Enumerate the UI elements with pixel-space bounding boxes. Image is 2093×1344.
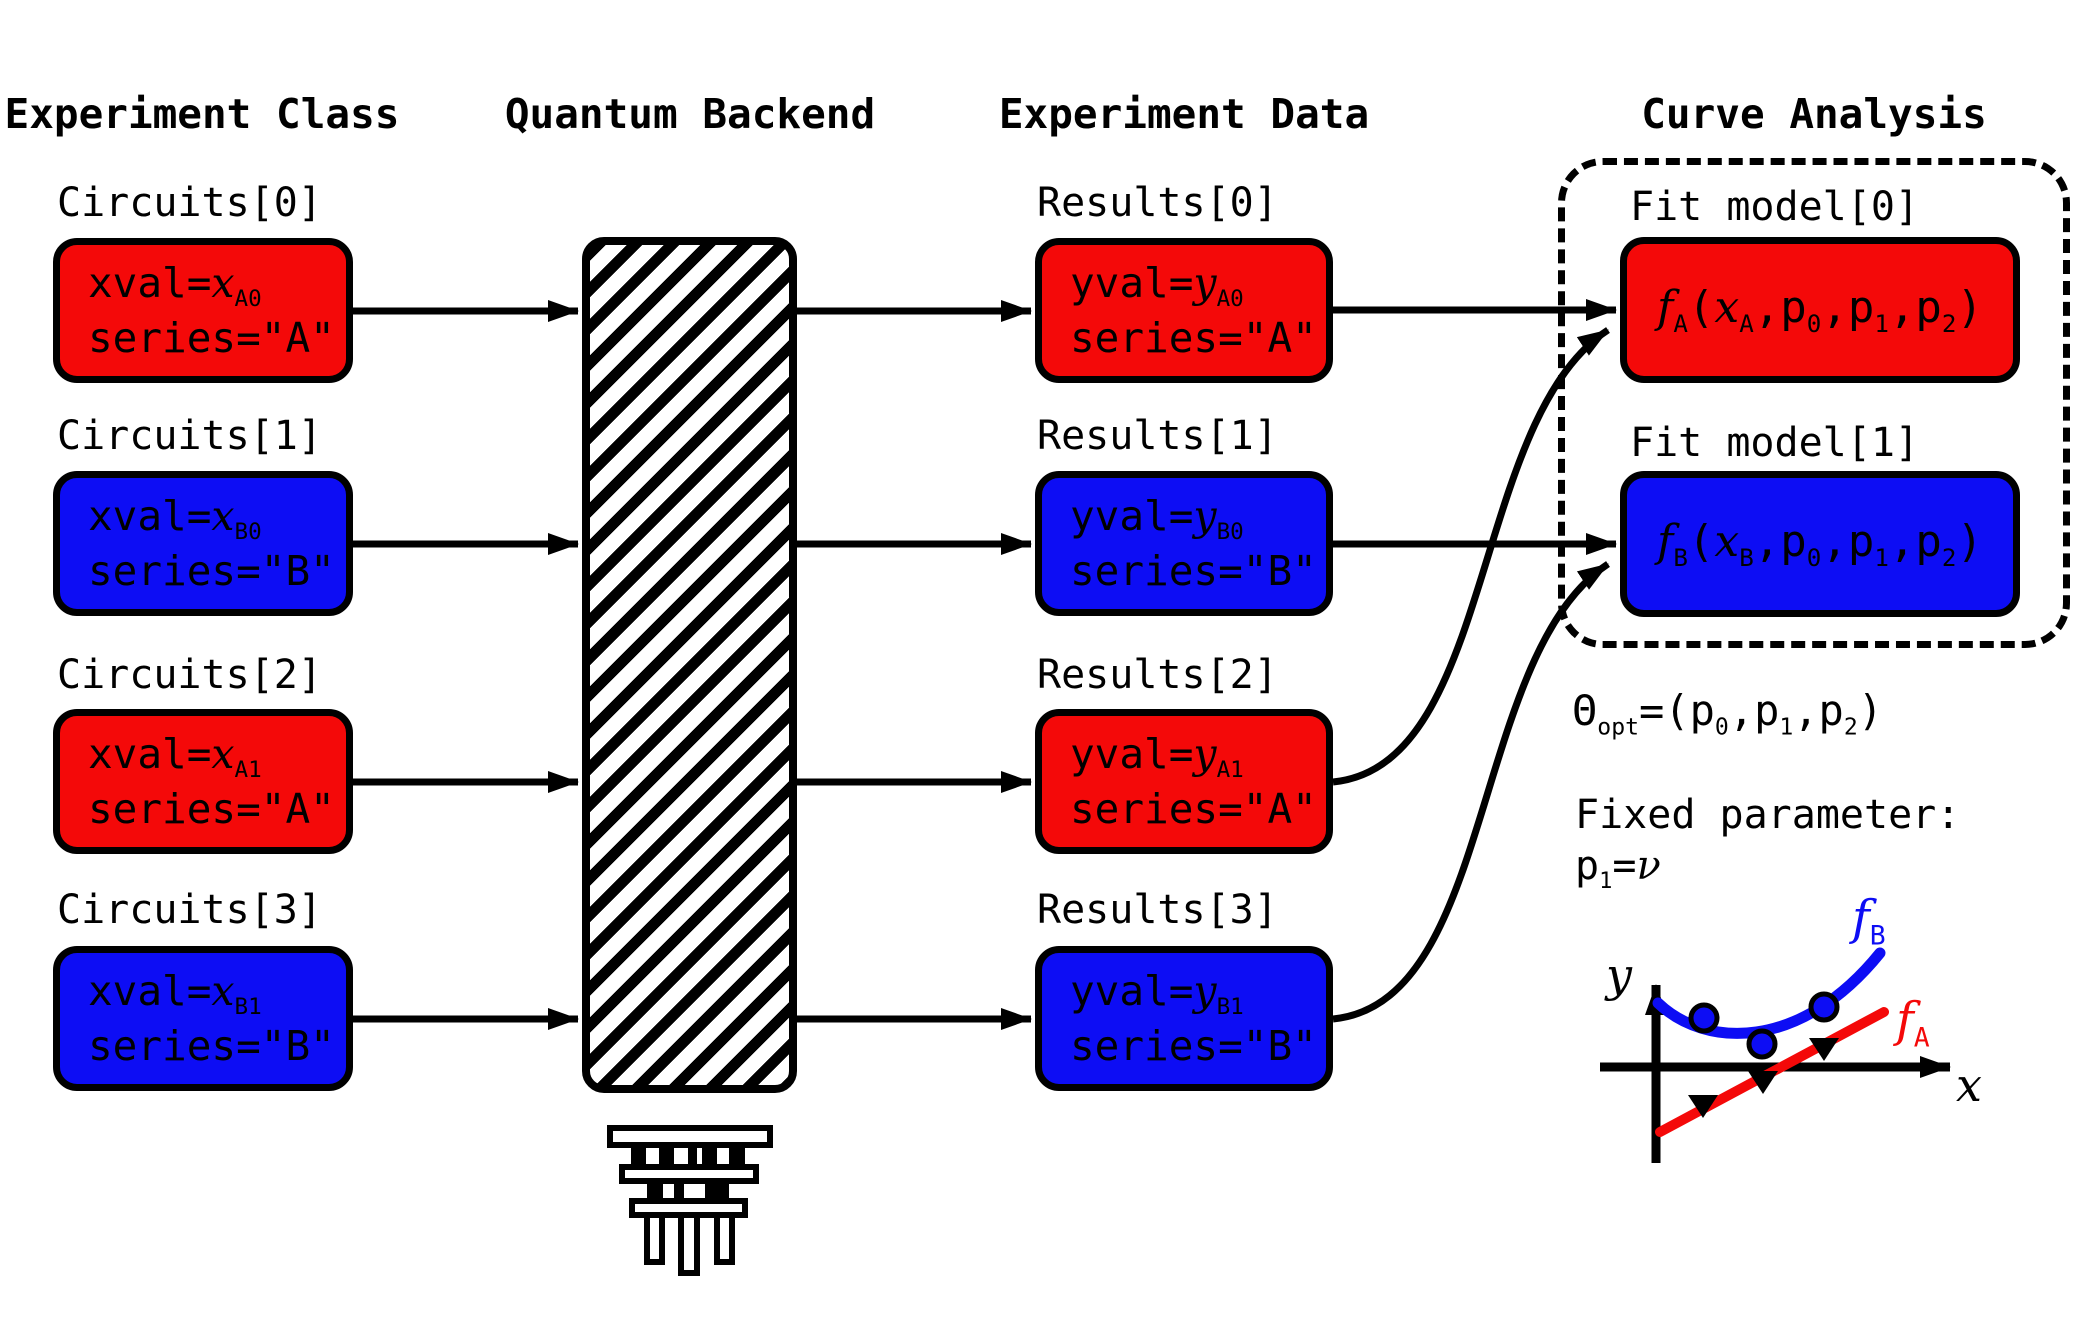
cryostat-icon xyxy=(607,1125,773,1276)
plot-series-B-markers xyxy=(1688,991,1840,1060)
arrow-result3-fit1 xyxy=(1332,561,1610,1023)
plot-series-A-markers xyxy=(1688,1038,1839,1118)
sketch-plot xyxy=(1600,947,1951,1163)
arrow-result2-fit0 xyxy=(1332,327,1610,786)
